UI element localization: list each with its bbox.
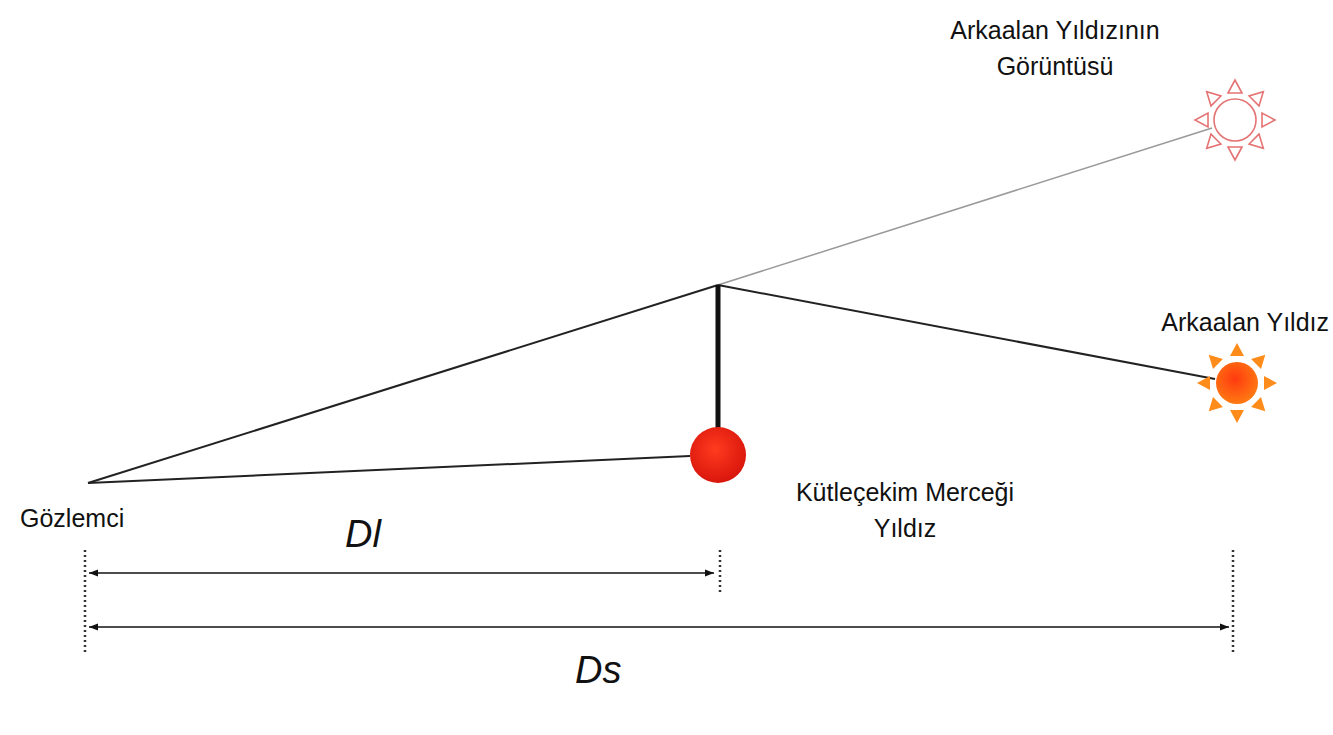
lens-star: [690, 427, 746, 483]
background-star: [1197, 343, 1277, 423]
impact-line: [716, 285, 721, 430]
star-ray: [1195, 113, 1208, 127]
star-image: [1195, 80, 1275, 160]
lens-label: Kütleçekim Merceği Yıldız: [765, 474, 1045, 547]
distance-arrow: [89, 572, 714, 574]
apparent-path: [718, 128, 1212, 285]
dotted-guide: [84, 550, 87, 655]
star-body: [1214, 99, 1256, 141]
star-ray: [1249, 92, 1263, 106]
distance-arrow: [89, 626, 1229, 628]
star-ray: [1262, 113, 1275, 127]
star-ray: [1207, 92, 1221, 106]
dotted-guide: [719, 550, 722, 592]
star-ray: [1228, 147, 1242, 160]
star-ray: [1207, 134, 1221, 148]
light-path: [718, 285, 1215, 379]
star-ray: [1230, 410, 1244, 423]
star-ray: [1230, 343, 1244, 356]
star-ray: [1209, 355, 1223, 369]
dotted-guide: [1232, 550, 1235, 655]
star-ray: [1228, 80, 1242, 93]
star-body: [1216, 362, 1258, 404]
distance-label: Ds: [575, 650, 655, 692]
star-ray: [1251, 397, 1265, 411]
star-ray: [1249, 134, 1263, 148]
star-ray: [1264, 376, 1277, 390]
light-path: [88, 285, 718, 483]
observer-label: Gözlemci: [20, 500, 190, 536]
distance-label: Dl: [345, 514, 425, 556]
image-label: Arkaalan Yıldızının Görüntüsü: [890, 12, 1220, 85]
star-ray: [1209, 397, 1223, 411]
star-ray: [1197, 376, 1210, 390]
star-ray: [1251, 355, 1265, 369]
star-label: Arkaalan Yıldız: [1110, 304, 1329, 340]
sight-line: [88, 456, 690, 483]
